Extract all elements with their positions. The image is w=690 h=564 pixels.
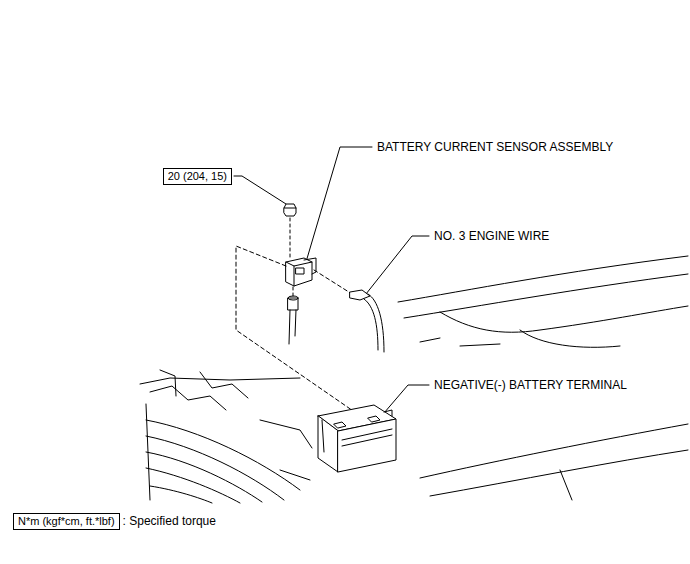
dashed-guide	[293, 287, 294, 296]
leader-line	[306, 147, 372, 262]
torque-value-box: 20 (204, 15)	[163, 168, 232, 185]
battery	[318, 405, 396, 472]
dashed-guide	[314, 270, 352, 294]
legend-note: : Specified torque	[122, 514, 217, 528]
dashed-guide	[236, 246, 372, 424]
leader-line	[234, 176, 286, 204]
torque-unit-box: N*m (kgf*cm, ft.*lbf)	[13, 513, 120, 530]
part-name: BATTERY CURRENT SENSOR ASSEMBLY	[376, 140, 614, 154]
engine-wire	[350, 290, 384, 352]
part-name: NEGATIVE(-) BATTERY TERMINAL	[433, 378, 628, 392]
connector	[288, 296, 298, 344]
nut	[284, 204, 296, 216]
box-text: 20 (204, 15)	[168, 170, 227, 183]
current-sensor	[286, 258, 316, 286]
part-name: NO. 3 ENGINE WIRE	[433, 229, 550, 243]
dashed-guide	[290, 218, 291, 258]
engine-bay	[140, 370, 312, 503]
box-text: N*m (kgf*cm, ft.*lbf)	[18, 515, 115, 528]
leader-line	[366, 236, 429, 294]
body-panel	[398, 256, 688, 500]
